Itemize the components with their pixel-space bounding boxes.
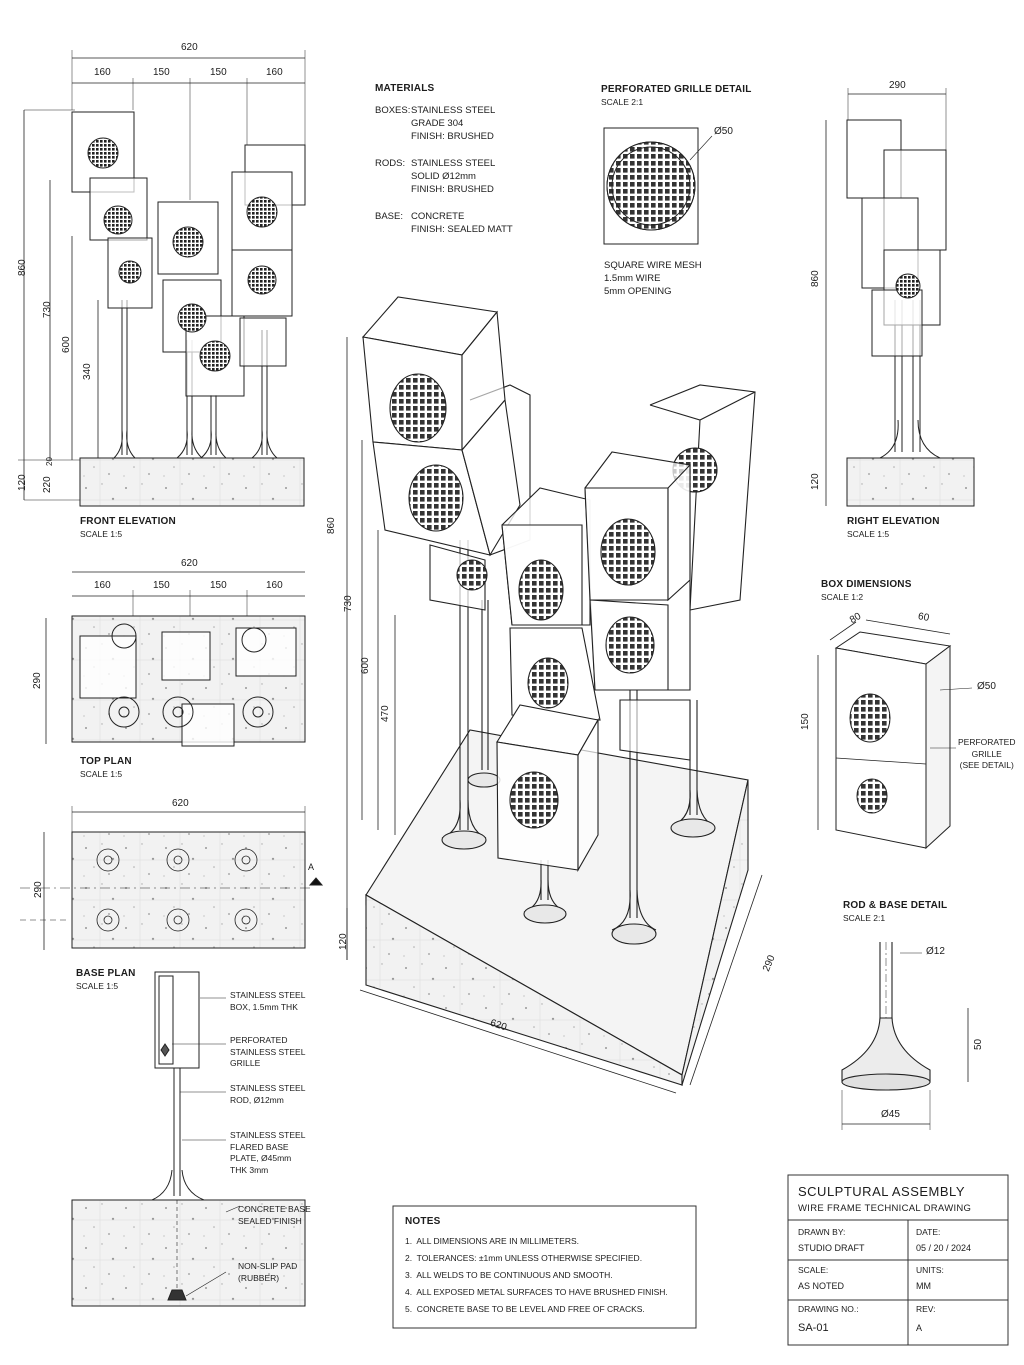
plan-seg3: 150 xyxy=(210,580,227,591)
rod-base-height: 50 xyxy=(973,1038,984,1050)
materials-boxes-label: BOXES: xyxy=(375,105,411,116)
box-h150: 150 xyxy=(800,713,811,730)
right-elevation-scale: SCALE 1:5 xyxy=(847,529,890,539)
callout-concrete: CONCRETE BASE SEALED FINISH xyxy=(238,1204,311,1226)
box-grille-dia: Ø50 xyxy=(977,681,996,692)
date-label: DATE: xyxy=(916,1227,941,1237)
grille-detail-scale: SCALE 2:1 xyxy=(601,97,644,107)
note-5: 5. CONCRETE BASE TO BE LEVEL AND FREE OF… xyxy=(405,1304,645,1314)
drawing-title: SCULPTURAL ASSEMBLY xyxy=(798,1184,965,1199)
rod-detail-title: ROD & BASE DETAIL xyxy=(843,900,948,911)
title-block-frame xyxy=(787,1174,1009,1346)
right-elevation-title: RIGHT ELEVATION xyxy=(847,516,940,527)
base-plan-scale: SCALE 1:5 xyxy=(76,981,119,991)
grille-detail-view xyxy=(603,127,713,245)
units-label: UNITS: xyxy=(916,1265,944,1275)
notes-frame xyxy=(392,1205,697,1329)
base-plan-title: BASE PLAN xyxy=(76,968,136,979)
drawing-no-value: SA-01 xyxy=(798,1322,829,1334)
callout-rod: STAINLESS STEEL ROD, Ø12mm xyxy=(230,1083,306,1105)
section-detail-view xyxy=(71,971,306,1307)
drawn-by-label: DRAWN BY: xyxy=(798,1227,846,1237)
callout-base-plate: STAINLESS STEEL FLARED BASE PLATE, Ø45mm… xyxy=(230,1130,306,1176)
box-d60: 60 xyxy=(917,611,930,624)
plan-overall-width: 620 xyxy=(181,558,198,569)
plan-depth: 290 xyxy=(32,672,43,689)
front-h860: 860 xyxy=(17,259,28,276)
note-1: 1. ALL DIMENSIONS ARE IN MILLIMETERS. xyxy=(405,1236,579,1246)
note-4: 4. ALL EXPOSED METAL SURFACES TO HAVE BR… xyxy=(405,1287,668,1297)
front-h220: 220 xyxy=(42,476,53,493)
drawn-by-value: STUDIO DRAFT xyxy=(798,1243,865,1253)
iso-h470: 470 xyxy=(380,705,391,722)
grille-diameter: Ø50 xyxy=(714,126,733,137)
base-plan-width: 620 xyxy=(172,798,189,809)
front-elevation-title: FRONT ELEVATION xyxy=(80,516,176,527)
front-elevation-scale: SCALE 1:5 xyxy=(80,529,123,539)
front-h600: 600 xyxy=(61,336,72,353)
top-plan-view xyxy=(45,571,306,747)
rod-base-diameter: Ø45 xyxy=(881,1109,900,1120)
front-h730: 730 xyxy=(42,301,53,318)
rev-label: REV: xyxy=(916,1304,936,1314)
front-seg4: 160 xyxy=(266,67,283,78)
iso-h600: 600 xyxy=(360,657,371,674)
plan-seg1: 160 xyxy=(94,580,111,591)
scale-label: SCALE: xyxy=(798,1265,829,1275)
callout-pad: NON-SLIP PAD (RUBBER) xyxy=(238,1261,298,1283)
note-2: 2. TOLERANCES: ±1mm UNLESS OTHERWISE SPE… xyxy=(405,1253,643,1263)
materials-boxes-text: STAINLESS STEEL GRADE 304 FINISH: BRUSHE… xyxy=(411,105,496,143)
base-plan-depth: 290 xyxy=(33,881,44,898)
units-value: MM xyxy=(916,1281,931,1291)
date-value: 05 / 20 / 2024 xyxy=(916,1243,972,1253)
iso-h120: 120 xyxy=(338,933,349,950)
rod-base-detail-view xyxy=(841,942,969,1130)
rev-value: A xyxy=(916,1323,923,1333)
scale-value: AS NOTED xyxy=(798,1281,845,1291)
drawing-subtitle: WIRE FRAME TECHNICAL DRAWING xyxy=(798,1203,972,1214)
callout-grille: PERFORATED STAINLESS STEEL GRILLE xyxy=(230,1035,306,1069)
grille-detail-title: PERFORATED GRILLE DETAIL xyxy=(601,84,752,95)
rod-diameter: Ø12 xyxy=(926,946,945,957)
section-mark: A xyxy=(308,862,315,872)
box-dimensions-title: BOX DIMENSIONS xyxy=(821,579,912,590)
plan-seg2: 150 xyxy=(153,580,170,591)
iso-h860: 860 xyxy=(326,517,337,534)
drawing-no-label: DRAWING NO.: xyxy=(798,1304,859,1314)
materials-title: MATERIALS xyxy=(375,83,435,94)
front-seg3: 150 xyxy=(210,67,227,78)
iso-h730: 730 xyxy=(343,595,354,612)
top-plan-title: TOP PLAN xyxy=(80,756,132,767)
callout-box: STAINLESS STEEL BOX, 1.5mm THK xyxy=(230,990,306,1012)
front-seg2: 150 xyxy=(153,67,170,78)
plan-seg4: 160 xyxy=(266,580,283,591)
note-3: 3. ALL WELDS TO BE CONTINUOUS AND SMOOTH… xyxy=(405,1270,613,1280)
right-width: 290 xyxy=(889,80,906,91)
right-elevation-view xyxy=(825,88,975,507)
materials-base-label: BASE: xyxy=(375,211,403,222)
right-h860: 860 xyxy=(810,270,821,287)
top-plan-scale: SCALE 1:5 xyxy=(80,769,123,779)
front-h120: 120 xyxy=(17,474,28,491)
front-overall-width: 620 xyxy=(181,42,198,53)
materials-rods-label: RODS: xyxy=(375,158,406,169)
rod-detail-scale: SCALE 2:1 xyxy=(843,913,886,923)
front-elevation-view xyxy=(18,50,306,507)
materials-base-text: CONCRETE FINISH: SEALED MATT xyxy=(411,211,513,236)
front-h340: 340 xyxy=(82,363,93,380)
box-grille-callout: PERFORATED GRILLE (SEE DETAIL) xyxy=(958,737,1016,771)
notes-title: NOTES xyxy=(405,1216,441,1227)
front-seg1: 160 xyxy=(94,67,111,78)
front-h20: 20 xyxy=(45,457,54,466)
materials-rods-text: STAINLESS STEEL SOLID Ø12mm FINISH: BRUS… xyxy=(411,158,496,196)
base-plan-view xyxy=(20,806,324,950)
box-dimensions-view xyxy=(817,619,973,850)
box-dimensions-scale: SCALE 1:2 xyxy=(821,592,864,602)
isometric-view xyxy=(346,296,763,1094)
grille-mesh-notes: SQUARE WIRE MESH 1.5mm WIRE 5mm OPENING xyxy=(604,260,702,298)
right-h120: 120 xyxy=(810,473,821,490)
